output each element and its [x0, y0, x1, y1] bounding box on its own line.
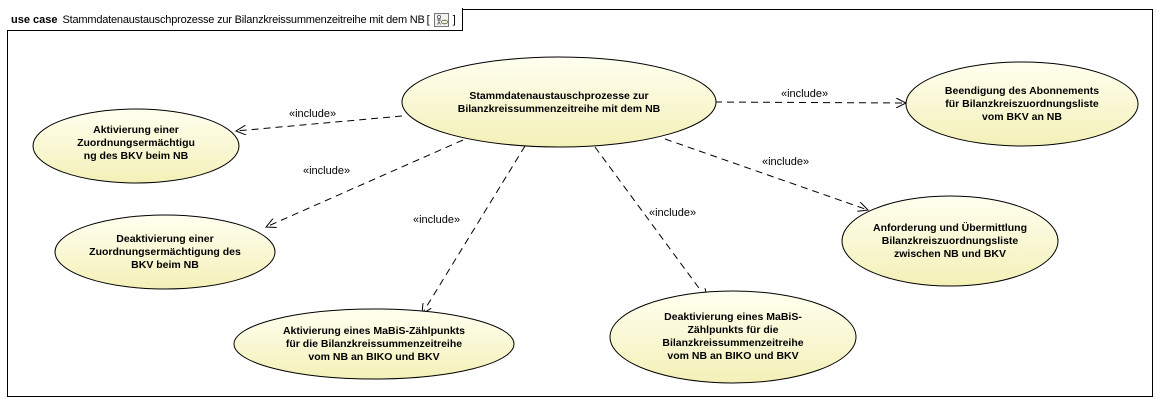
- include-relations: [236, 102, 906, 314]
- use-case-beendigung-abo-line-3: vom BKV an NB: [982, 111, 1062, 123]
- include-labels: «include» «include» «include» «include» …: [289, 88, 828, 226]
- use-case-main[interactable]: Stammdatenaustauschprozesse zur Bilanzkr…: [401, 56, 717, 148]
- include-arrow-anforderung-liste[interactable]: [664, 138, 868, 210]
- use-case-deaktivierung-zuordnung[interactable]: Deaktivierung einer Zuordnungsermächtigu…: [54, 214, 276, 290]
- use-case-anforderung-liste-line-1: Anforderung und Übermittlung: [873, 221, 1027, 234]
- use-case-deaktivierung-zuordnung-line-1: Deaktivierung einer: [116, 233, 213, 245]
- include-label-aktivierung-mabis: «include»: [413, 214, 460, 226]
- use-case-anforderung-liste-line-3: zwischen NB und BKV: [894, 248, 1006, 260]
- use-case-anforderung-liste[interactable]: Anforderung und Übermittlung Bilanzkreis…: [841, 195, 1059, 287]
- use-case-deaktivierung-mabis-line-1: Deaktivierung eines MaBiS-: [664, 311, 802, 323]
- use-case-diagram-icon[interactable]: [433, 12, 449, 27]
- include-arrow-beendigung-abo[interactable]: [714, 102, 906, 103]
- frame-kind: use case: [11, 13, 58, 26]
- use-case-aktivierung-mabis-line-3: vom NB an BIKO und BKV: [308, 351, 439, 363]
- include-label-beendigung-abo: «include»: [781, 88, 828, 100]
- use-case-beendigung-abo[interactable]: Beendigung des Abonnements für Bilanzkre…: [905, 61, 1139, 147]
- frame-close-bracket: ]: [452, 13, 456, 26]
- use-case-aktivierung-zuordnung-line-1: Aktivierung einer: [93, 124, 179, 136]
- include-label-deaktivierung-zuordnung: «include»: [303, 165, 350, 177]
- use-case-aktivierung-mabis[interactable]: Aktivierung eines MaBiS-Zählpunkts für d…: [233, 308, 515, 380]
- use-case-deaktivierung-mabis-line-2: Zählpunkts für die: [687, 324, 778, 336]
- diagram-frame: [7, 9, 1153, 397]
- include-label-aktivierung-zuordnung: «include»: [289, 108, 336, 120]
- use-case-aktivierung-mabis-line-1: Aktivierung eines MaBiS-Zählpunkts: [283, 325, 465, 337]
- include-arrow-aktivierung-zuordnung[interactable]: [236, 115, 403, 131]
- include-label-anforderung-liste: «include»: [762, 156, 809, 168]
- use-case-aktivierung-mabis-line-2: für die Bilanzkreissummenzeitreihe: [286, 338, 462, 350]
- use-case-deaktivierung-zuordnung-line-2: Zuordnungsermächtigung des: [89, 246, 241, 258]
- use-case-aktivierung-zuordnung[interactable]: Aktivierung einer Zuordnungsermächtigu n…: [32, 108, 240, 184]
- use-case-main-line-2: Bilanzkreissummenzeitreihe mit dem NB: [458, 103, 661, 115]
- include-arrow-aktivierung-mabis[interactable]: [422, 145, 526, 314]
- use-case-aktivierung-zuordnung-line-2: Zuordnungsermächtigu: [77, 137, 195, 149]
- use-case-main-line-1: Stammdatenaustauschprozesse zur: [469, 90, 648, 102]
- use-case-deaktivierung-zuordnung-line-3: BKV beim NB: [131, 259, 199, 271]
- include-arrow-deaktivierung-mabis[interactable]: [594, 146, 707, 299]
- frame-tab-notch: [452, 8, 463, 29]
- frame-title: Stammdatenaustauschprozesse zur Bilanzkr…: [62, 13, 425, 26]
- use-case-aktivierung-zuordnung-line-3: ng des BKV beim NB: [84, 150, 189, 162]
- use-case-anforderung-liste-line-2: Bilanzkreiszuordnungsliste: [882, 235, 1019, 247]
- use-case-deaktivierung-mabis[interactable]: Deaktivierung eines MaBiS- Zählpunkts fü…: [609, 290, 857, 384]
- frame-open-bracket: [: [426, 13, 430, 26]
- use-case-deaktivierung-mabis-line-3: Bilanzkreissummenzeitreihe: [662, 337, 803, 349]
- frame-tab: use case Stammdatenaustauschprozesse zur…: [7, 8, 463, 31]
- use-case-deaktivierung-mabis-line-4: vom NB an BIKO und BKV: [667, 350, 798, 362]
- use-case-beendigung-abo-line-2: für Bilanzkreiszuordnungsliste: [945, 98, 1099, 110]
- use-case-beendigung-abo-line-1: Beendigung des Abonnements: [945, 85, 1099, 97]
- include-label-deaktivierung-mabis: «include»: [649, 207, 696, 219]
